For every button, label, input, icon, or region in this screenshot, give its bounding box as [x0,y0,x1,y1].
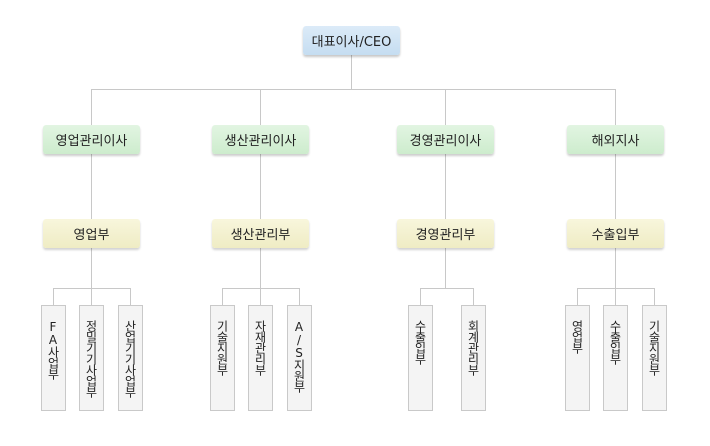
team-node: 자재관리부 [248,305,273,411]
team-label: 수출입부 [608,320,622,364]
connector-exec-2 [260,89,261,125]
connector-team-3-2 [473,288,474,305]
connector-dept-1 [91,154,92,219]
team-label: 산업기기사업부 [123,320,137,397]
connector-team-4-2 [615,288,616,305]
team-node: 산업기기사업부 [118,305,143,411]
connector-team-stem-4 [615,248,616,288]
connector-team-4-1 [577,288,578,305]
connector-team-4-3 [654,288,655,305]
team-label: 자재관리부 [253,320,267,375]
connector-exec-bus [91,89,616,90]
dept-node-management: 경영관리부 [397,219,494,248]
exec-node-management: 경영관리이사 [397,125,494,154]
connector-team-bus-4 [577,288,655,289]
connector-team-1-2 [91,288,92,305]
team-node: 기술지원부 [210,305,235,411]
connector-team-stem-1 [91,248,92,288]
connector-team-2-1 [222,288,223,305]
team-label: 기술지원부 [647,320,661,375]
exec-node-overseas: 해외지사 [567,125,664,154]
dept-node-sales: 영업부 [43,219,140,248]
team-label: A/S지원부 [292,320,306,392]
team-label: 회계관리부 [466,320,480,375]
connector-team-1-1 [53,288,54,305]
connector-team-stem-2 [260,248,261,288]
team-label: FA사업부 [46,320,60,379]
connector-dept-2 [260,154,261,219]
team-label: 영업부 [570,320,584,353]
ceo-node: 대표이사/CEO [303,26,400,55]
connector-team-2-2 [260,288,261,305]
connector-team-stem-3 [445,248,446,288]
team-label: 기술지원부 [215,320,229,375]
connector-exec-3 [445,89,446,125]
connector-team-bus-3 [420,288,474,289]
team-node: 수출입부 [408,305,433,411]
team-node: 회계관리부 [461,305,486,411]
exec-node-production: 생산관리이사 [212,125,309,154]
connector-exec-1 [91,89,92,125]
connector-team-1-3 [130,288,131,305]
team-node: 기술지원부 [642,305,667,411]
connector-team-2-3 [299,288,300,305]
connector-team-3-1 [420,288,421,305]
team-label: 수출입부 [413,320,427,364]
team-node: 영업부 [565,305,590,411]
team-node: 정밀기기사업부 [79,305,104,411]
exec-node-sales: 영업관리이사 [43,125,140,154]
connector-dept-3 [445,154,446,219]
team-node: FA사업부 [41,305,66,411]
team-label: 정밀기기사업부 [84,320,98,397]
connector-dept-4 [615,154,616,219]
connector-ceo-down [351,55,352,90]
team-node: A/S지원부 [287,305,312,411]
connector-exec-4 [615,89,616,125]
dept-node-production: 생산관리부 [212,219,309,248]
team-node: 수출입부 [603,305,628,411]
dept-node-import-export: 수출입부 [567,219,664,248]
